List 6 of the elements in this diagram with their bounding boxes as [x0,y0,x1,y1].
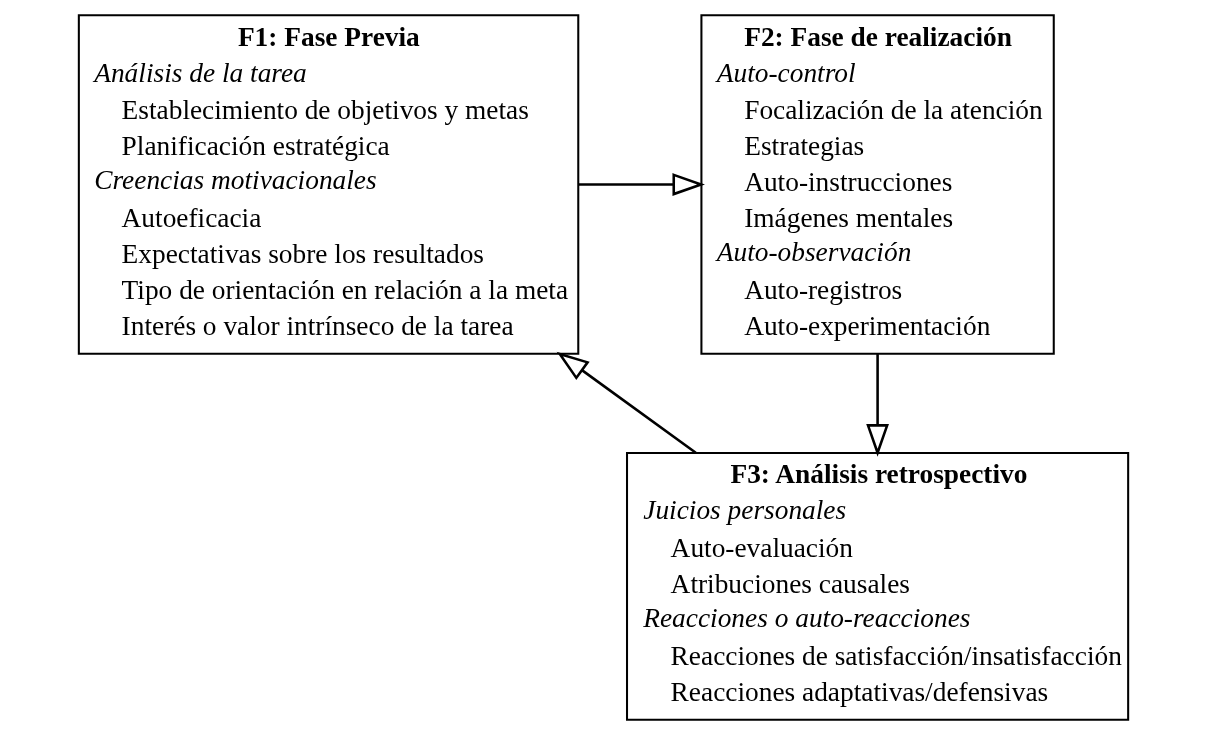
node-box: F2: Fase de realización Auto-control Focalización de la atención Estrategias Auto-instrucciones Imágenes mentales Auto-observación Auto-registros Auto-experimentación [700,14,1055,355]
arrow [578,173,705,196]
node-box: F1: Fase Previa Análisis de la tarea Establecimiento de objetivos y metas Planificación estratégica Creencias motivacionales Autoeficacia Expectativas sobre los resultados Tipo de orientación en relación a la meta Interés o valor intrínseco de la tarea [77,14,580,355]
arrow [556,351,697,454]
node-box: F3: Análisis retrospectivo Juicios personales Auto-evaluación Atribuciones causales Reacciones o auto-reacciones Reacciones de satisfacción/insatisfacción Reacciones adaptativas/defensivas [626,452,1130,721]
arrow [866,354,889,457]
